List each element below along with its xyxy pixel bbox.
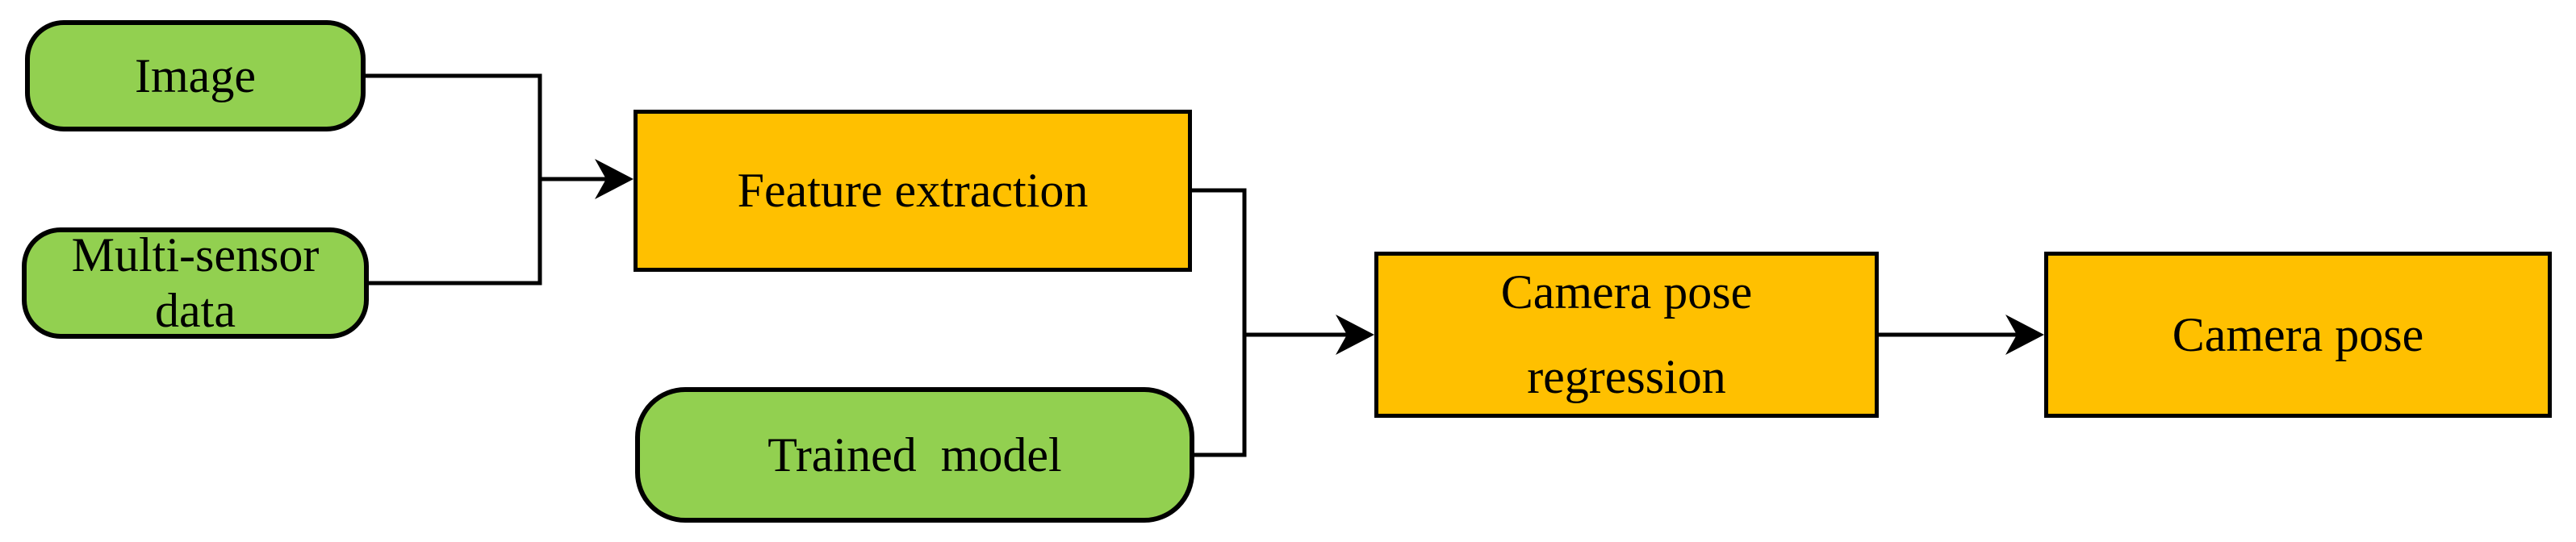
edge-feature-trained-merge-bracket: [1192, 188, 1247, 457]
node-multi-sensor-data-label: Multi-sensor data: [71, 228, 332, 337]
node-multi-sensor-data: Multi-sensor data: [22, 227, 369, 339]
node-feature-extraction-label: Feature extraction: [737, 164, 1089, 217]
node-camera-pose: Camera pose: [2044, 252, 2552, 418]
arrowhead-camera-pose: [2005, 315, 2044, 355]
node-feature-extraction: Feature extraction: [634, 110, 1192, 272]
node-camera-pose-label: Camera pose: [2172, 307, 2424, 361]
node-trained-model-label: Trained model: [767, 427, 1062, 482]
node-camera-pose-regression-label: Camera pose regression: [1500, 265, 1753, 403]
node-image-label: Image: [135, 48, 256, 102]
node-camera-pose-regression: Camera pose regression: [1374, 252, 1879, 418]
node-image: Image: [25, 20, 366, 131]
node-trained-model: Trained model: [635, 387, 1194, 523]
edge-inputs-merge-bracket: [366, 73, 542, 286]
arrowhead-feature-extraction: [595, 159, 634, 199]
arrowhead-camera-pose-regression: [1336, 315, 1374, 355]
